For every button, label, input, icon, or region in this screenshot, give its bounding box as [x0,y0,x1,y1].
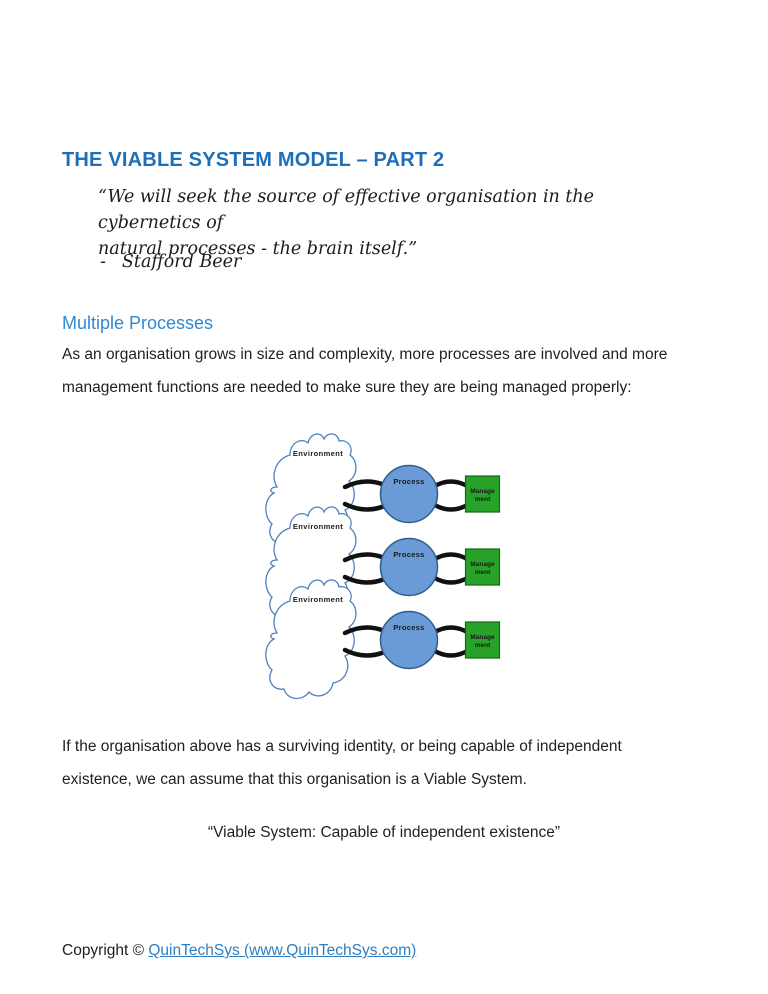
viable-system-quote: “Viable System: Capable of independent e… [207,824,561,841]
process-label-3: Process [393,623,424,632]
environment-label-2: Environment [293,522,343,531]
process-circle-3 [379,610,439,670]
management-box-2 [464,548,501,586]
svg-text:Manage: Manage [470,488,495,495]
quote-line-1: “We will seek the source of effective or… [98,187,595,233]
paragraph-1-line-2: management functions are needed to make … [62,379,632,396]
process-circle-1 [379,464,439,524]
attribution-name: Stafford Beer [121,252,242,272]
management-label-3: Manage ment [470,634,495,649]
paragraph-2-line-1: If the organisation above has a survivin… [62,738,622,755]
copyright-text: Copyright © [62,942,149,959]
management-box-1 [464,475,501,513]
paragraph-2-line-2: existence, we can assume that this organ… [62,771,527,788]
process-circle-2 [379,537,439,597]
attribution-dash: - [100,252,106,272]
opening-quote: “We will seek the source of effective or… [98,184,668,262]
environment-label-3: Environment [293,595,343,604]
paragraph-2: If the organisation above has a survivin… [62,730,712,796]
paragraph-1: As an organisation grows in size and com… [62,338,712,404]
process-label-2: Process [393,550,424,559]
svg-text:Manage: Manage [470,561,495,568]
viable-system-diagram: Environment Environment Environment [265,433,501,700]
svg-text:ment: ment [475,569,491,576]
management-box-3 [464,621,501,659]
quote-line-2: natural processes - the brain itself.” [98,239,418,259]
copyright-footer: Copyright © QuinTechSys (www.QuinTechSys… [62,942,416,960]
management-label-2: Manage ment [470,561,495,576]
paragraph-1-line-1: As an organisation grows in size and com… [62,346,668,363]
svg-text:ment: ment [475,642,491,649]
svg-text:ment: ment [475,496,491,503]
environment-label-1: Environment [293,449,343,458]
quote-attribution: -Stafford Beer [100,252,241,272]
svg-text:Manage: Manage [470,634,495,641]
page-title: THE VIABLE SYSTEM MODEL – PART 2 [62,149,445,172]
section-heading: Multiple Processes [62,312,214,333]
management-label-1: Manage ment [470,488,495,503]
process-label-1: Process [393,477,424,486]
quintechsys-link[interactable]: QuinTechSys (www.QuinTechSys.com) [148,942,417,959]
